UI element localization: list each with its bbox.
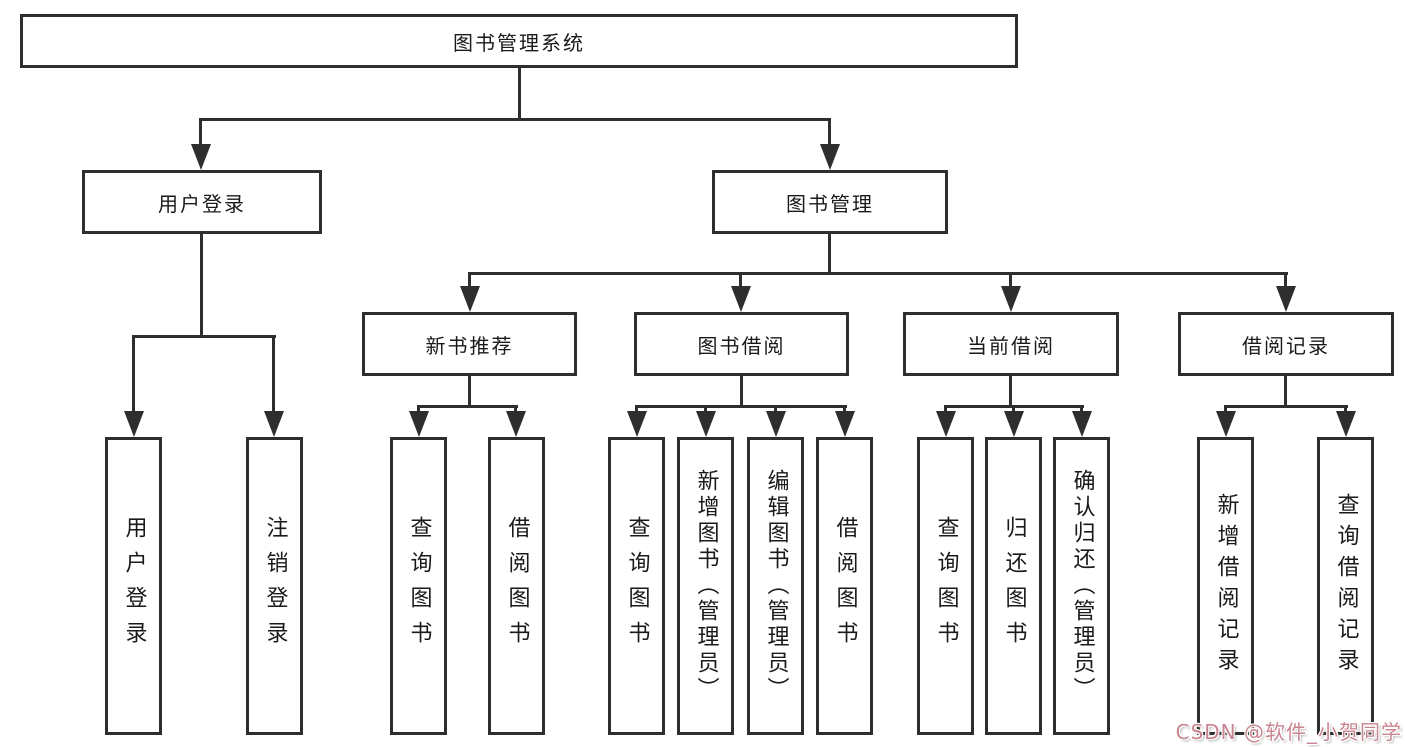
arrow-down-icon xyxy=(1004,411,1024,437)
leaf-user-login-label: 用户登录 xyxy=(121,516,147,656)
connector-borrow-record-bar xyxy=(1224,405,1348,408)
connector-arrow-book-borrow-line xyxy=(739,272,742,288)
leaf-edit-book-admin: 编辑图书（管理员） xyxy=(747,437,804,735)
node-borrow-record-label: 借阅记录 xyxy=(1242,333,1330,358)
node-current-borrow-label: 当前借阅 xyxy=(967,333,1055,358)
node-new-book-rec: 新书推荐 xyxy=(362,312,577,376)
leaf-confirm-return-admin-label: 确认归还（管理员） xyxy=(1069,469,1095,703)
leaf-query-book-2-label: 查询图书 xyxy=(624,516,650,656)
leaf-query-book-3: 查询图书 xyxy=(917,437,974,735)
connector-arrow-line xyxy=(417,405,420,415)
leaf-query-book-3-label: 查询图书 xyxy=(933,516,959,656)
leaf-return-book: 归还图书 xyxy=(985,437,1042,735)
connector-root-stem xyxy=(518,68,521,120)
connector-arrow-line xyxy=(514,405,517,415)
connector-arrow-line xyxy=(1080,405,1083,415)
connector-arrow-leaf-login-line xyxy=(132,335,135,413)
leaf-query-borrow-record-label: 查询借阅记录 xyxy=(1333,493,1359,679)
leaf-logout-login: 注销登录 xyxy=(246,437,303,735)
arrow-down-icon xyxy=(627,411,647,437)
leaf-borrow-book-2: 借阅图书 xyxy=(816,437,873,735)
connector-arrow-line xyxy=(635,405,638,415)
connector-arrow-book-mgmt-line xyxy=(828,118,831,146)
node-new-book-rec-label: 新书推荐 xyxy=(425,333,514,358)
connector-arrow-new-book-line xyxy=(468,272,471,288)
connector-user-login-stem xyxy=(200,234,203,338)
connector-root-bar xyxy=(199,118,831,121)
connector-book-borrow-bar xyxy=(635,405,847,408)
leaf-query-borrow-record: 查询借阅记录 xyxy=(1317,437,1374,735)
connector-book-mgmt-bar xyxy=(468,272,1288,275)
connector-arrow-line xyxy=(843,405,846,415)
leaf-user-login: 用户登录 xyxy=(105,437,162,735)
leaf-return-book-label: 归还图书 xyxy=(1001,516,1027,656)
connector-user-login-bar xyxy=(132,335,276,338)
arrow-down-icon xyxy=(264,411,284,437)
connector-arrow-line xyxy=(944,405,947,415)
leaf-query-book-2: 查询图书 xyxy=(608,437,665,735)
node-book-borrow: 图书借阅 xyxy=(634,312,849,376)
arrow-down-icon xyxy=(460,286,480,312)
arrow-down-icon xyxy=(696,411,716,437)
connector-new-book-rec-stem xyxy=(468,376,471,408)
leaf-add-borrow-record: 新增借阅记录 xyxy=(1197,437,1254,735)
leaf-logout-login-label: 注销登录 xyxy=(262,516,288,656)
connector-arrow-line xyxy=(704,405,707,415)
connector-arrow-current-borrow-line xyxy=(1009,272,1012,288)
node-book-borrow-label: 图书借阅 xyxy=(697,333,786,358)
arrow-down-icon xyxy=(936,411,956,437)
leaf-confirm-return-admin: 确认归还（管理员） xyxy=(1053,437,1110,735)
connector-arrow-line xyxy=(774,405,777,415)
leaf-borrow-book-2-label: 借阅图书 xyxy=(832,516,858,656)
arrow-down-icon xyxy=(1216,411,1236,437)
leaf-borrow-book-1-label: 借阅图书 xyxy=(504,516,530,656)
arrow-down-icon xyxy=(835,411,855,437)
connector-arrow-leaf-logout-line xyxy=(272,335,275,413)
arrow-down-icon xyxy=(820,144,840,170)
arrow-down-icon xyxy=(1001,286,1021,312)
node-book-mgmt-label: 图书管理 xyxy=(786,191,874,216)
csdn-watermark: CSDN @软件_小贺同学 xyxy=(1175,720,1402,744)
arrow-down-icon xyxy=(191,144,211,170)
node-current-borrow: 当前借阅 xyxy=(903,312,1119,376)
leaf-add-borrow-record-label: 新增借阅记录 xyxy=(1213,493,1239,679)
arrow-down-icon xyxy=(1276,286,1296,312)
leaf-add-book-admin: 新增图书（管理员） xyxy=(677,437,734,735)
connector-arrow-user-login-line xyxy=(199,118,202,146)
node-user-login-label: 用户登录 xyxy=(158,191,246,216)
connector-book-mgmt-stem xyxy=(828,234,831,275)
arrow-down-icon xyxy=(506,411,526,437)
leaf-query-book-1: 查询图书 xyxy=(390,437,447,735)
connector-book-borrow-stem xyxy=(740,376,743,408)
arrow-down-icon xyxy=(1072,411,1092,437)
connector-current-borrow-stem xyxy=(1009,376,1012,408)
node-user-login: 用户登录 xyxy=(82,170,322,234)
arrow-down-icon xyxy=(124,411,144,437)
connector-new-book-rec-bar xyxy=(417,405,518,408)
arrow-down-icon xyxy=(1336,411,1356,437)
connector-arrow-line xyxy=(1344,405,1347,415)
leaf-edit-book-admin-label: 编辑图书（管理员） xyxy=(763,469,789,703)
node-book-mgmt: 图书管理 xyxy=(712,170,948,234)
leaf-add-book-admin-label: 新增图书（管理员） xyxy=(693,469,719,703)
node-borrow-record: 借阅记录 xyxy=(1178,312,1394,376)
leaf-borrow-book-1: 借阅图书 xyxy=(488,437,545,735)
arrow-down-icon xyxy=(766,411,786,437)
node-root: 图书管理系统 xyxy=(20,14,1018,68)
node-root-label: 图书管理系统 xyxy=(453,30,585,55)
connector-borrow-record-stem xyxy=(1284,376,1287,408)
arrow-down-icon xyxy=(731,286,751,312)
arrow-down-icon xyxy=(409,411,429,437)
connector-arrow-borrow-record-line xyxy=(1284,272,1287,288)
connector-arrow-line xyxy=(1012,405,1015,415)
leaf-query-book-1-label: 查询图书 xyxy=(406,516,432,656)
connector-arrow-line xyxy=(1224,405,1227,415)
